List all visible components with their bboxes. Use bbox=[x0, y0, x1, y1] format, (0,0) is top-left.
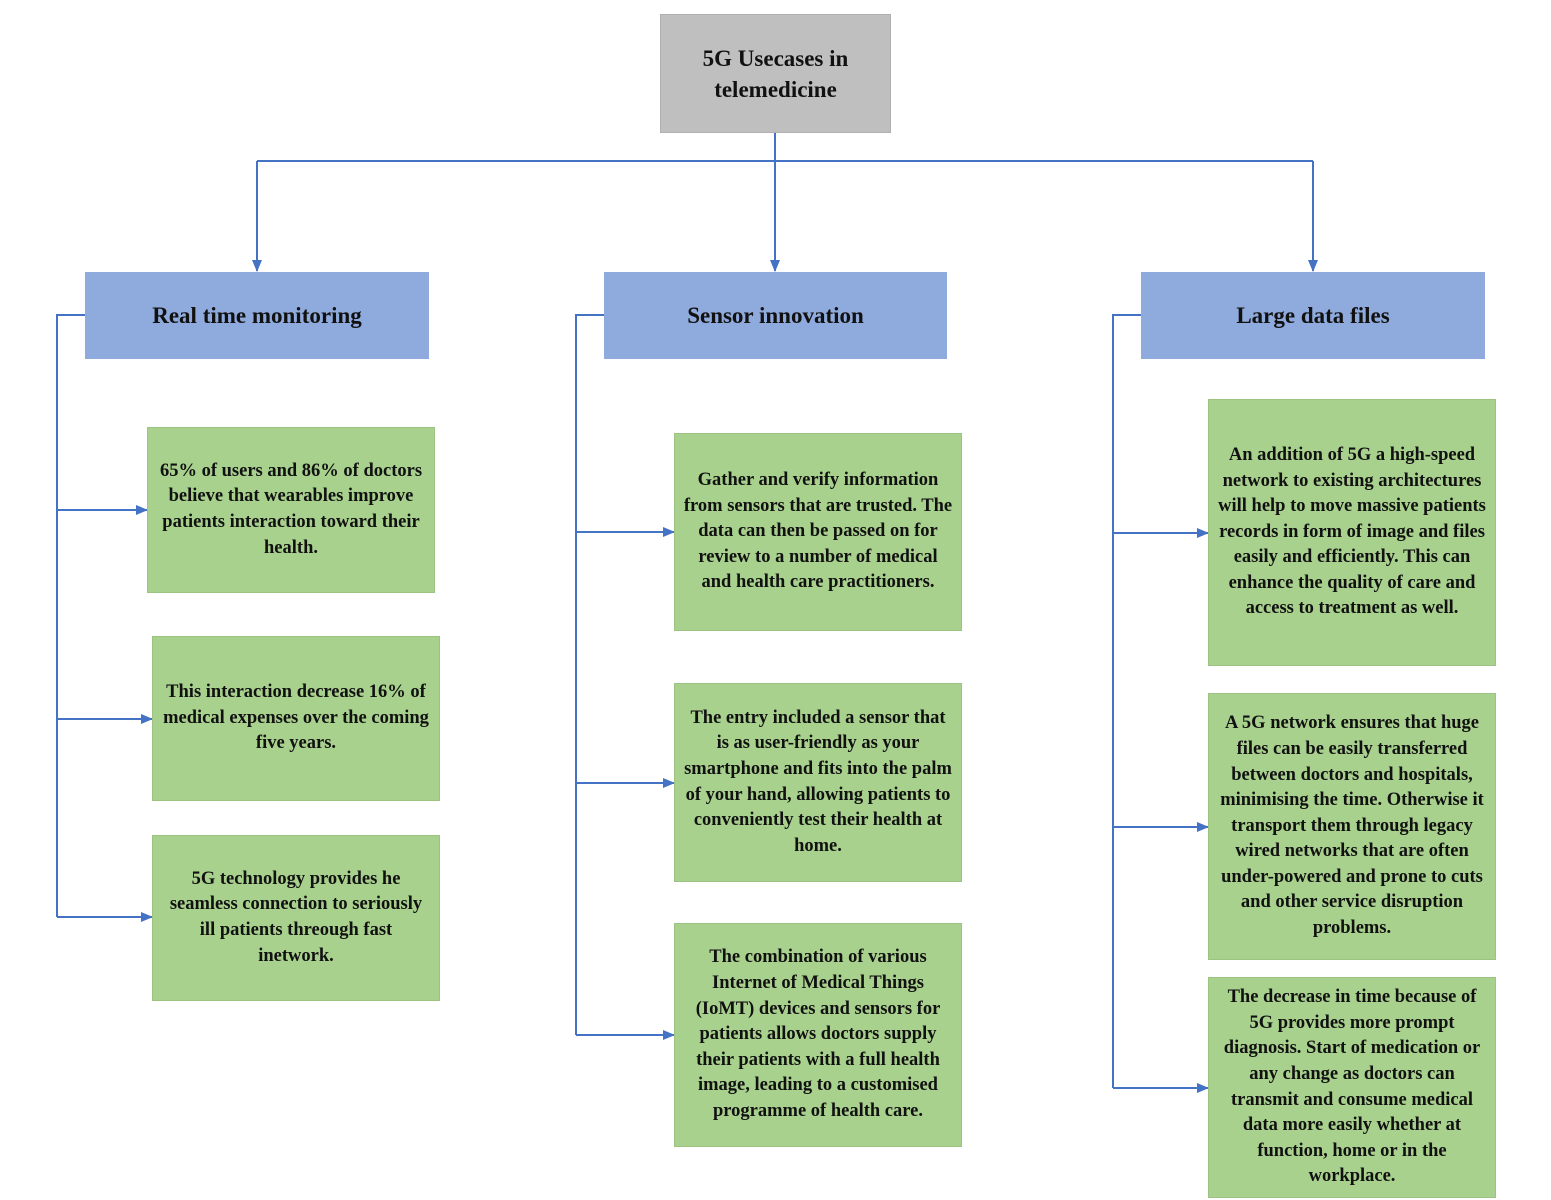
category-title: Real time monitoring bbox=[152, 302, 362, 328]
sensor-innovation-spine bbox=[575, 314, 604, 1035]
leaf-text: A 5G network ensures that huge files can… bbox=[1220, 713, 1484, 939]
leaf-si-3: The combination of various Internet of M… bbox=[674, 923, 962, 1147]
leaf-text: 5G technology provides he seamless conne… bbox=[169, 868, 423, 966]
real-time-monitoring-spine bbox=[56, 314, 85, 917]
category-sensor-innovation: Sensor innovation bbox=[604, 272, 947, 359]
leaf-text: The combination of various Internet of M… bbox=[695, 947, 941, 1121]
leaf-si-2: The entry included a sensor that is as u… bbox=[674, 683, 962, 882]
leaf-rtm-3: 5G technology provides he seamless conne… bbox=[152, 835, 440, 1001]
leaf-text: Gather and verify information from senso… bbox=[683, 470, 953, 593]
large-data-files-spine bbox=[1112, 314, 1141, 1088]
leaf-ldf-2: A 5G network ensures that huge files can… bbox=[1208, 693, 1496, 960]
leaf-ldf-1: An addition of 5G a high-speed network t… bbox=[1208, 399, 1496, 666]
category-real-time-monitoring: Real time monitoring bbox=[85, 272, 429, 359]
leaf-si-1: Gather and verify information from senso… bbox=[674, 433, 962, 631]
category-title: Sensor innovation bbox=[687, 302, 864, 328]
leaf-rtm-1: 65% of users and 86% of doctors believe … bbox=[147, 427, 435, 593]
leaf-text: 65% of users and 86% of doctors believe … bbox=[159, 460, 423, 558]
leaf-text: An addition of 5G a high-speed network t… bbox=[1218, 444, 1486, 619]
leaf-ldf-3: The decrease in time because of 5G provi… bbox=[1208, 977, 1496, 1198]
leaf-text: The decrease in time because of 5G provi… bbox=[1223, 987, 1481, 1187]
category-large-data-files: Large data files bbox=[1141, 272, 1485, 359]
leaf-text: The entry included a sensor that is as u… bbox=[684, 707, 952, 856]
category-title: Large data files bbox=[1236, 302, 1390, 328]
leaf-rtm-2: This interaction decrease 16% of medical… bbox=[152, 636, 440, 801]
root-node: 5G Usecases in telemedicine bbox=[660, 14, 891, 133]
leaf-text: This interaction decrease 16% of medical… bbox=[163, 682, 429, 754]
root-title: 5G Usecases in telemedicine bbox=[702, 45, 849, 102]
